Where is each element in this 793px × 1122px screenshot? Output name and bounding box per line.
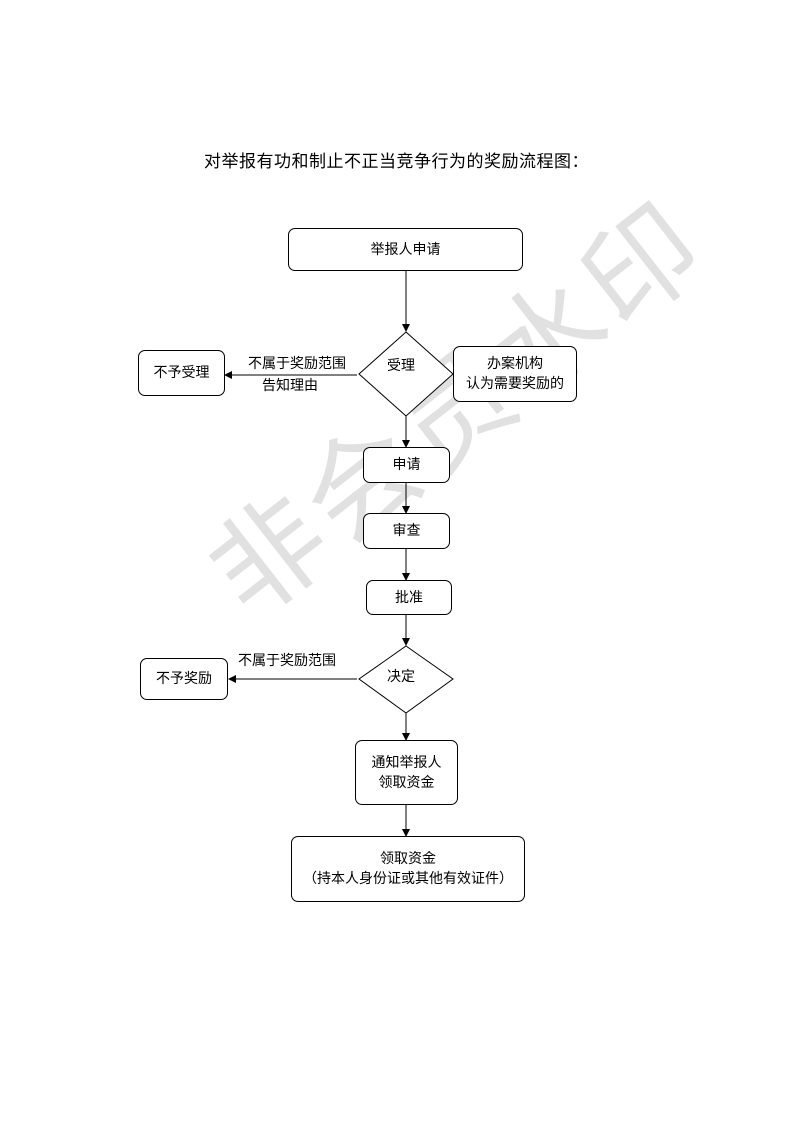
node-collect-funds: 领取资金 （持本人身份证或其他有效证件） bbox=[291, 836, 525, 902]
node-decision-label: 决定 bbox=[387, 669, 415, 685]
node-no-reward: 不予奖励 bbox=[140, 658, 228, 700]
node-approval: 批准 bbox=[366, 580, 452, 615]
node-no-accept: 不予受理 bbox=[138, 350, 225, 396]
node-review: 审查 bbox=[363, 513, 450, 549]
edge-label-not-in-scope-2: 不属于奖励范围 bbox=[238, 653, 336, 669]
node-notify-reporter: 通知举报人 领取资金 bbox=[355, 740, 458, 805]
edge-label-inform-reason: 告知理由 bbox=[262, 378, 318, 394]
node-accept-label: 受理 bbox=[387, 358, 415, 374]
node-application: 申请 bbox=[363, 447, 450, 483]
page-title: 对举报有功和制止不正当竞争行为的奖励流程图： bbox=[204, 152, 589, 172]
node-agency-decides: 办案机构 认为需要奖励的 bbox=[453, 346, 577, 402]
edge-label-not-in-scope-1: 不属于奖励范围 bbox=[248, 356, 346, 372]
node-reporter-apply: 举报人申请 bbox=[288, 228, 523, 271]
